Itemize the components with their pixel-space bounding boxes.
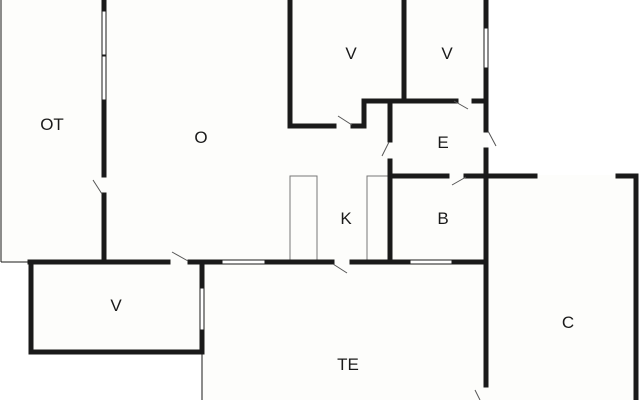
room-label-o: O: [194, 128, 208, 147]
room-label-v-2: V: [441, 44, 453, 63]
room-label-c: C: [561, 313, 575, 332]
windows: [101, 10, 489, 331]
room-label-e: E: [437, 133, 449, 152]
walls: [27, 0, 639, 400]
room-label-ot: OT: [40, 115, 64, 134]
room-label-b: B: [437, 209, 449, 228]
room-label-v-1: V: [345, 44, 357, 63]
door-swings: [92, 100, 497, 400]
room-label-k: K: [340, 209, 352, 228]
room-label-te: TE: [337, 355, 359, 374]
thin-walls: [0, 0, 390, 400]
room-label-v-3: V: [110, 296, 122, 315]
